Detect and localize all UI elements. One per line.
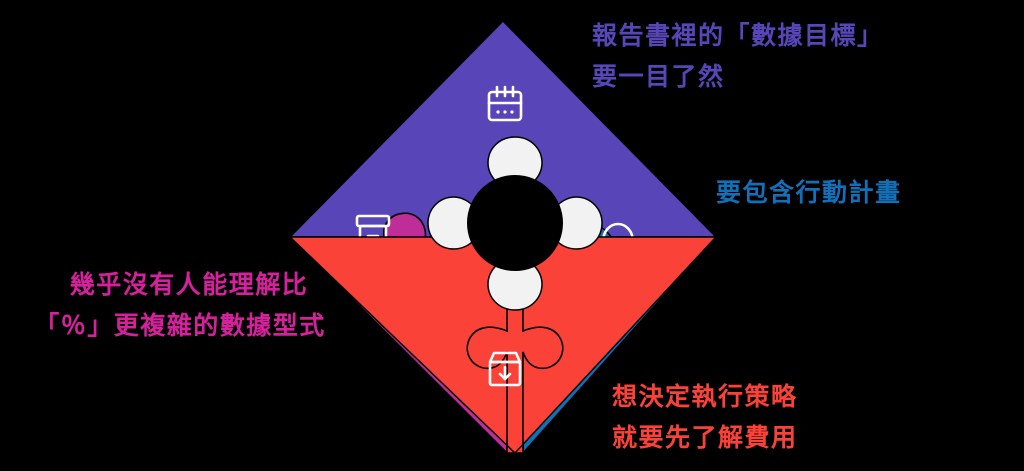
inbox-download-icon [488,351,522,387]
caption-left-line-2: 「％」更複雜的數據型式 [34,311,326,340]
caption-right-line-1: 要包含行動計畫 [716,179,902,207]
caption-bottom-right-line-1: 想決定執行策略 [612,383,798,411]
caption-left: 幾乎沒有人能理解比 「％」更複雜的數據型式 [30,265,330,346]
caption-top-right-line-2: 要一目了然 [592,62,725,91]
caption-top-right-line-1: 報告書裡的「數據目標」 [592,22,884,50]
caption-bottom-right-line-2: 就要先了解費用 [612,423,798,452]
caption-right: 要包含行動計畫 [716,173,902,214]
puzzle-diagram [285,14,721,460]
caption-top-right: 報告書裡的「數據目標」 要一目了然 [592,16,884,97]
puzzle-piece-bottom-main [288,236,718,455]
caption-left-line-1: 幾乎沒有人能理解比 [69,271,309,299]
center-hub-hole [467,175,563,271]
calendar-icon [487,85,523,122]
caption-bottom-right: 想決定執行策略 就要先了解費用 [612,377,798,458]
center-hub[interactable] [427,136,603,311]
